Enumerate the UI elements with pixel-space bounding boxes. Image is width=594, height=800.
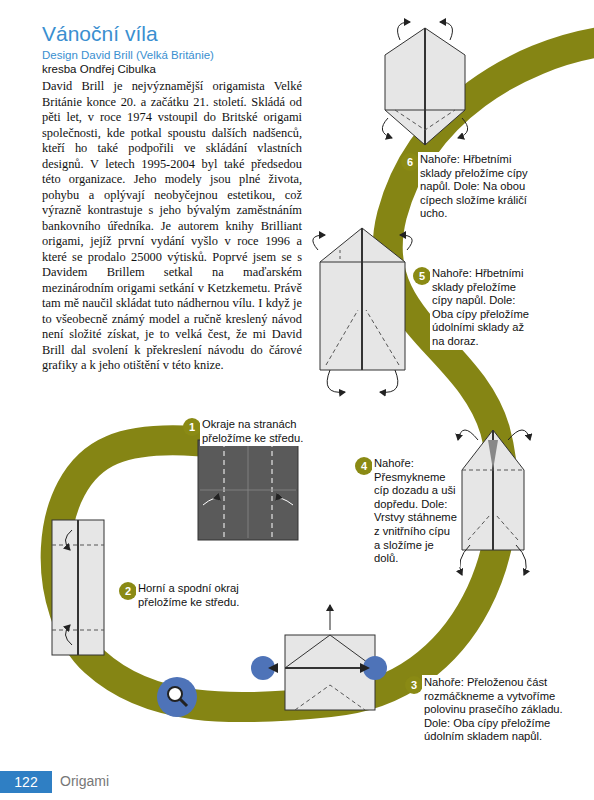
step-instruction: Nahoře: Hřbetními sklady přeložíme cípy … — [430, 266, 534, 350]
intro-text: David Brill je nejvýznamější origamista … — [42, 79, 302, 374]
step-instruction: Nahoře: Přeloženou část rozmáčkneme a vy… — [422, 675, 576, 745]
step-callout: 4Nahoře: Přesmykneme cíp dozadu a uši do… — [355, 457, 460, 567]
callout-number: 3 — [405, 676, 423, 694]
step5-figure — [313, 228, 412, 392]
step-callout: 1Okraje na stranách přeložíme ke středu. — [183, 418, 316, 447]
running-footer: Origami — [60, 773, 109, 789]
step-instruction: Nahoře: Hřbetními sklady přeložíme cípy … — [418, 152, 547, 222]
step3-figure — [157, 605, 387, 717]
step6-figure — [382, 22, 467, 145]
design-credit: Design David Brill (Velká Británie) — [42, 49, 214, 61]
page-number: 122 — [0, 771, 52, 793]
callout-number: 1 — [183, 418, 201, 436]
step-callout: 2Horní a spodní okraj přeložíme ke střed… — [119, 582, 248, 611]
step2-figure — [52, 520, 104, 655]
step-callout: 5Nahoře: Hřbetními sklady přeložíme cípy… — [413, 267, 534, 350]
step-instruction: Nahoře: Přesmykneme cíp dozadu a uši dop… — [372, 456, 460, 567]
step-callout: 6Nahoře: Hřbetními sklady přeložíme cípy… — [401, 153, 547, 222]
step4-figure — [458, 430, 530, 575]
callout-number: 2 — [119, 582, 137, 600]
callout-number: 6 — [401, 153, 419, 171]
step-instruction: Okraje na stranách přeložíme ke středu. — [200, 417, 316, 446]
drawing-credit: kresba Ondřej Cibulka — [42, 63, 156, 75]
step1-figure — [198, 440, 298, 540]
callout-number: 4 — [355, 457, 373, 475]
page-title: Vánoční víla — [42, 22, 158, 46]
callout-number: 5 — [413, 267, 431, 285]
step-callout: 3Nahoře: Přeloženou část rozmáčkneme a v… — [405, 676, 576, 745]
step-instruction: Horní a spodní okraj přeložíme ke středu… — [136, 581, 248, 610]
